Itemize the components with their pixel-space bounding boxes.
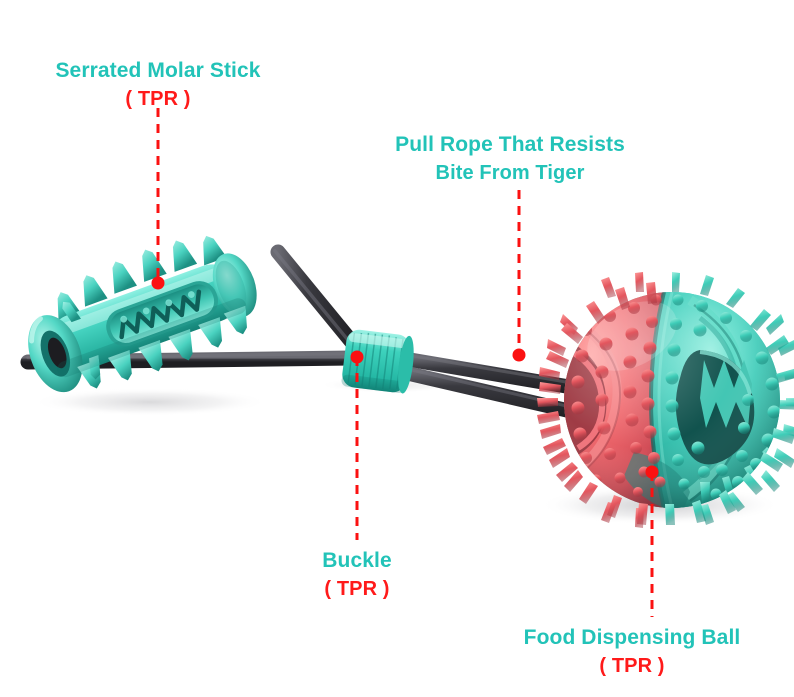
ball-spikes-back bbox=[537, 272, 794, 528]
label-pull-rope: Pull Rope That Resists Bite From Tiger bbox=[388, 132, 632, 186]
leader-dot bbox=[151, 276, 165, 290]
label-buckle: Buckle ( TPR ) bbox=[296, 548, 418, 602]
label-serrated-molar-stick: Serrated Molar Stick ( TPR ) bbox=[38, 58, 278, 112]
label-food-dispensing-ball: Food Dispensing Ball ( TPR ) bbox=[512, 625, 752, 679]
stick-nubs-left bbox=[62, 301, 101, 380]
ball-nubs-teal bbox=[665, 294, 780, 500]
label-material: ( TPR ) bbox=[324, 577, 390, 600]
dispensing-ball bbox=[537, 272, 794, 528]
stick-nubs-front bbox=[77, 305, 247, 389]
label-material: ( TPR ) bbox=[125, 87, 191, 110]
leader-dot bbox=[512, 348, 526, 362]
label-subtitle: Bite From Tiger bbox=[435, 161, 585, 184]
label-title: Serrated Molar Stick bbox=[55, 59, 261, 82]
label-material: ( TPR ) bbox=[599, 654, 665, 677]
molar-stick bbox=[28, 235, 257, 393]
label-title: Pull Rope That Resists bbox=[395, 133, 625, 156]
leader-dot bbox=[350, 350, 364, 364]
label-title: Food Dispensing Ball bbox=[523, 626, 741, 649]
ball-rim-spikes bbox=[537, 282, 794, 525]
stick-channel bbox=[106, 281, 219, 347]
label-title: Buckle bbox=[322, 549, 392, 572]
leader-dot bbox=[645, 465, 659, 479]
stick-end-ring bbox=[28, 315, 83, 393]
leader-lines bbox=[151, 108, 659, 617]
